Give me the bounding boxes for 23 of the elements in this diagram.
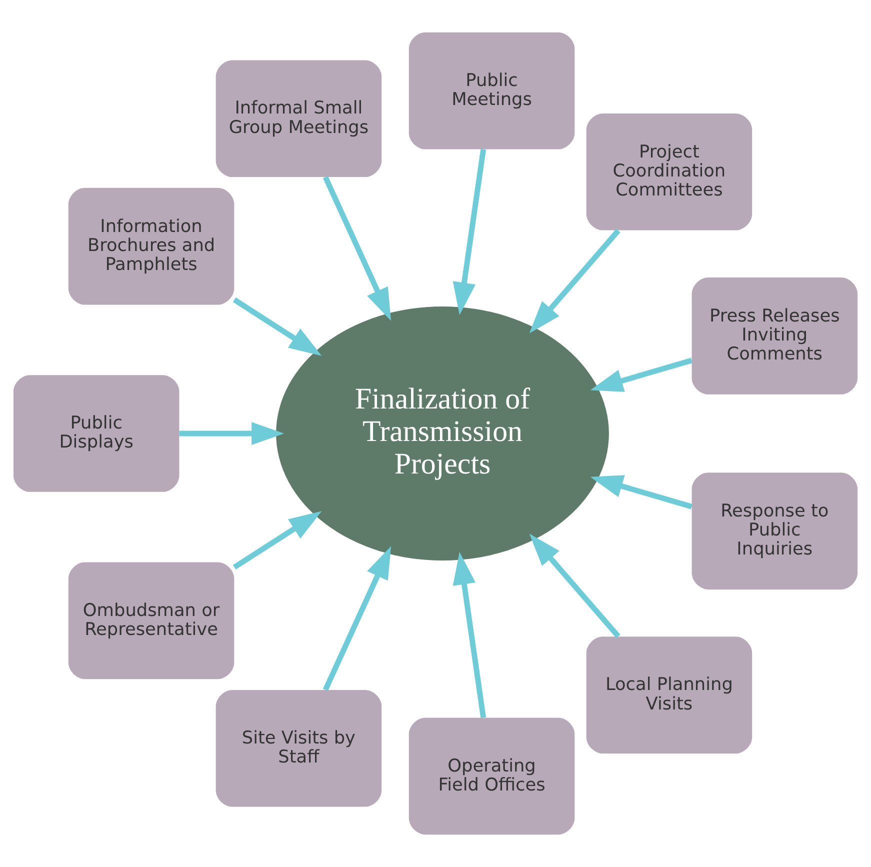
node-box: Operating Field Offices — [408, 718, 575, 835]
arrow — [232, 297, 322, 356]
node-ellipse: Finalization of Transmission Projects — [276, 306, 609, 561]
node-box: Public Displays — [13, 375, 180, 492]
arrow — [452, 552, 486, 718]
node-box: Press Releases Inviting Comments — [692, 278, 858, 394]
arrow — [590, 475, 692, 510]
node-box: Informal Small Group Meetings — [216, 60, 382, 178]
node-box: Public Meetings — [408, 32, 575, 150]
node-box: Local Planning Visits — [586, 636, 752, 754]
arrow — [179, 422, 284, 445]
node-box: Information Brochures and Pamphlets — [68, 188, 234, 305]
node-box: Site Visits by Staff — [216, 690, 382, 807]
node-box: Project Coordination Committees — [586, 113, 752, 230]
arrow — [322, 546, 392, 692]
node-box: Response to Public Inquiries — [692, 472, 858, 590]
arrow — [529, 228, 620, 334]
arrow — [590, 358, 692, 392]
arrow — [322, 176, 392, 321]
arrow — [529, 534, 620, 638]
arrow — [232, 511, 322, 570]
node-box: Ombudsman or Representative — [68, 562, 234, 680]
arrow — [452, 148, 486, 316]
